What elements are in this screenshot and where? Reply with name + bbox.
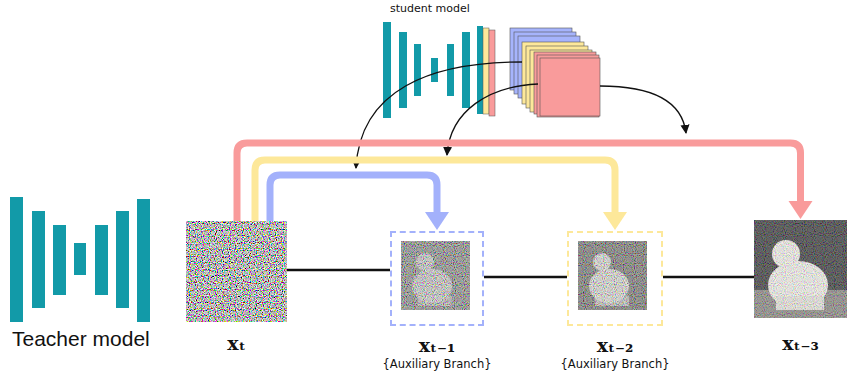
arrow-head	[789, 201, 813, 219]
branch-label: {Auxiliary Branch}	[561, 357, 670, 371]
student-network-icon	[383, 22, 495, 118]
chain-line	[287, 270, 390, 271]
line	[663, 276, 754, 279]
skip-arrow	[237, 143, 813, 221]
line	[255, 160, 615, 221]
denoised-image	[754, 220, 847, 318]
model-label: Teacher model	[12, 327, 150, 351]
line	[270, 175, 437, 221]
step-label: xₜ	[227, 332, 245, 354]
line	[237, 143, 801, 221]
image-node: xₜ	[186, 221, 287, 322]
skip-arrow	[270, 175, 449, 230]
line	[287, 269, 390, 272]
noise-image	[186, 221, 287, 322]
teacher-network-icon	[10, 197, 150, 322]
chain-line	[663, 277, 754, 278]
step-label: xₜ₋₃	[782, 332, 819, 354]
model-label: student model	[390, 2, 470, 15]
image-node: xₜ₋₁{Auxiliary Branch}	[390, 231, 484, 326]
chain-line	[484, 277, 567, 278]
image-node: xₜ₋₃	[754, 220, 847, 318]
feature-maps	[510, 28, 600, 117]
noisy-image	[578, 241, 647, 310]
arrow-head	[603, 212, 627, 230]
branch-label: {Auxiliary Branch}	[383, 357, 492, 371]
step-label: xₜ₋₂	[597, 334, 634, 356]
step-label: xₜ₋₁	[419, 334, 456, 356]
pointer-arrows	[356, 62, 686, 168]
noisy-image	[401, 241, 470, 310]
image-node: xₜ₋₂{Auxiliary Branch}	[567, 231, 663, 326]
line	[484, 276, 567, 279]
arrow-head	[425, 212, 449, 230]
skip-arrow	[255, 160, 627, 230]
